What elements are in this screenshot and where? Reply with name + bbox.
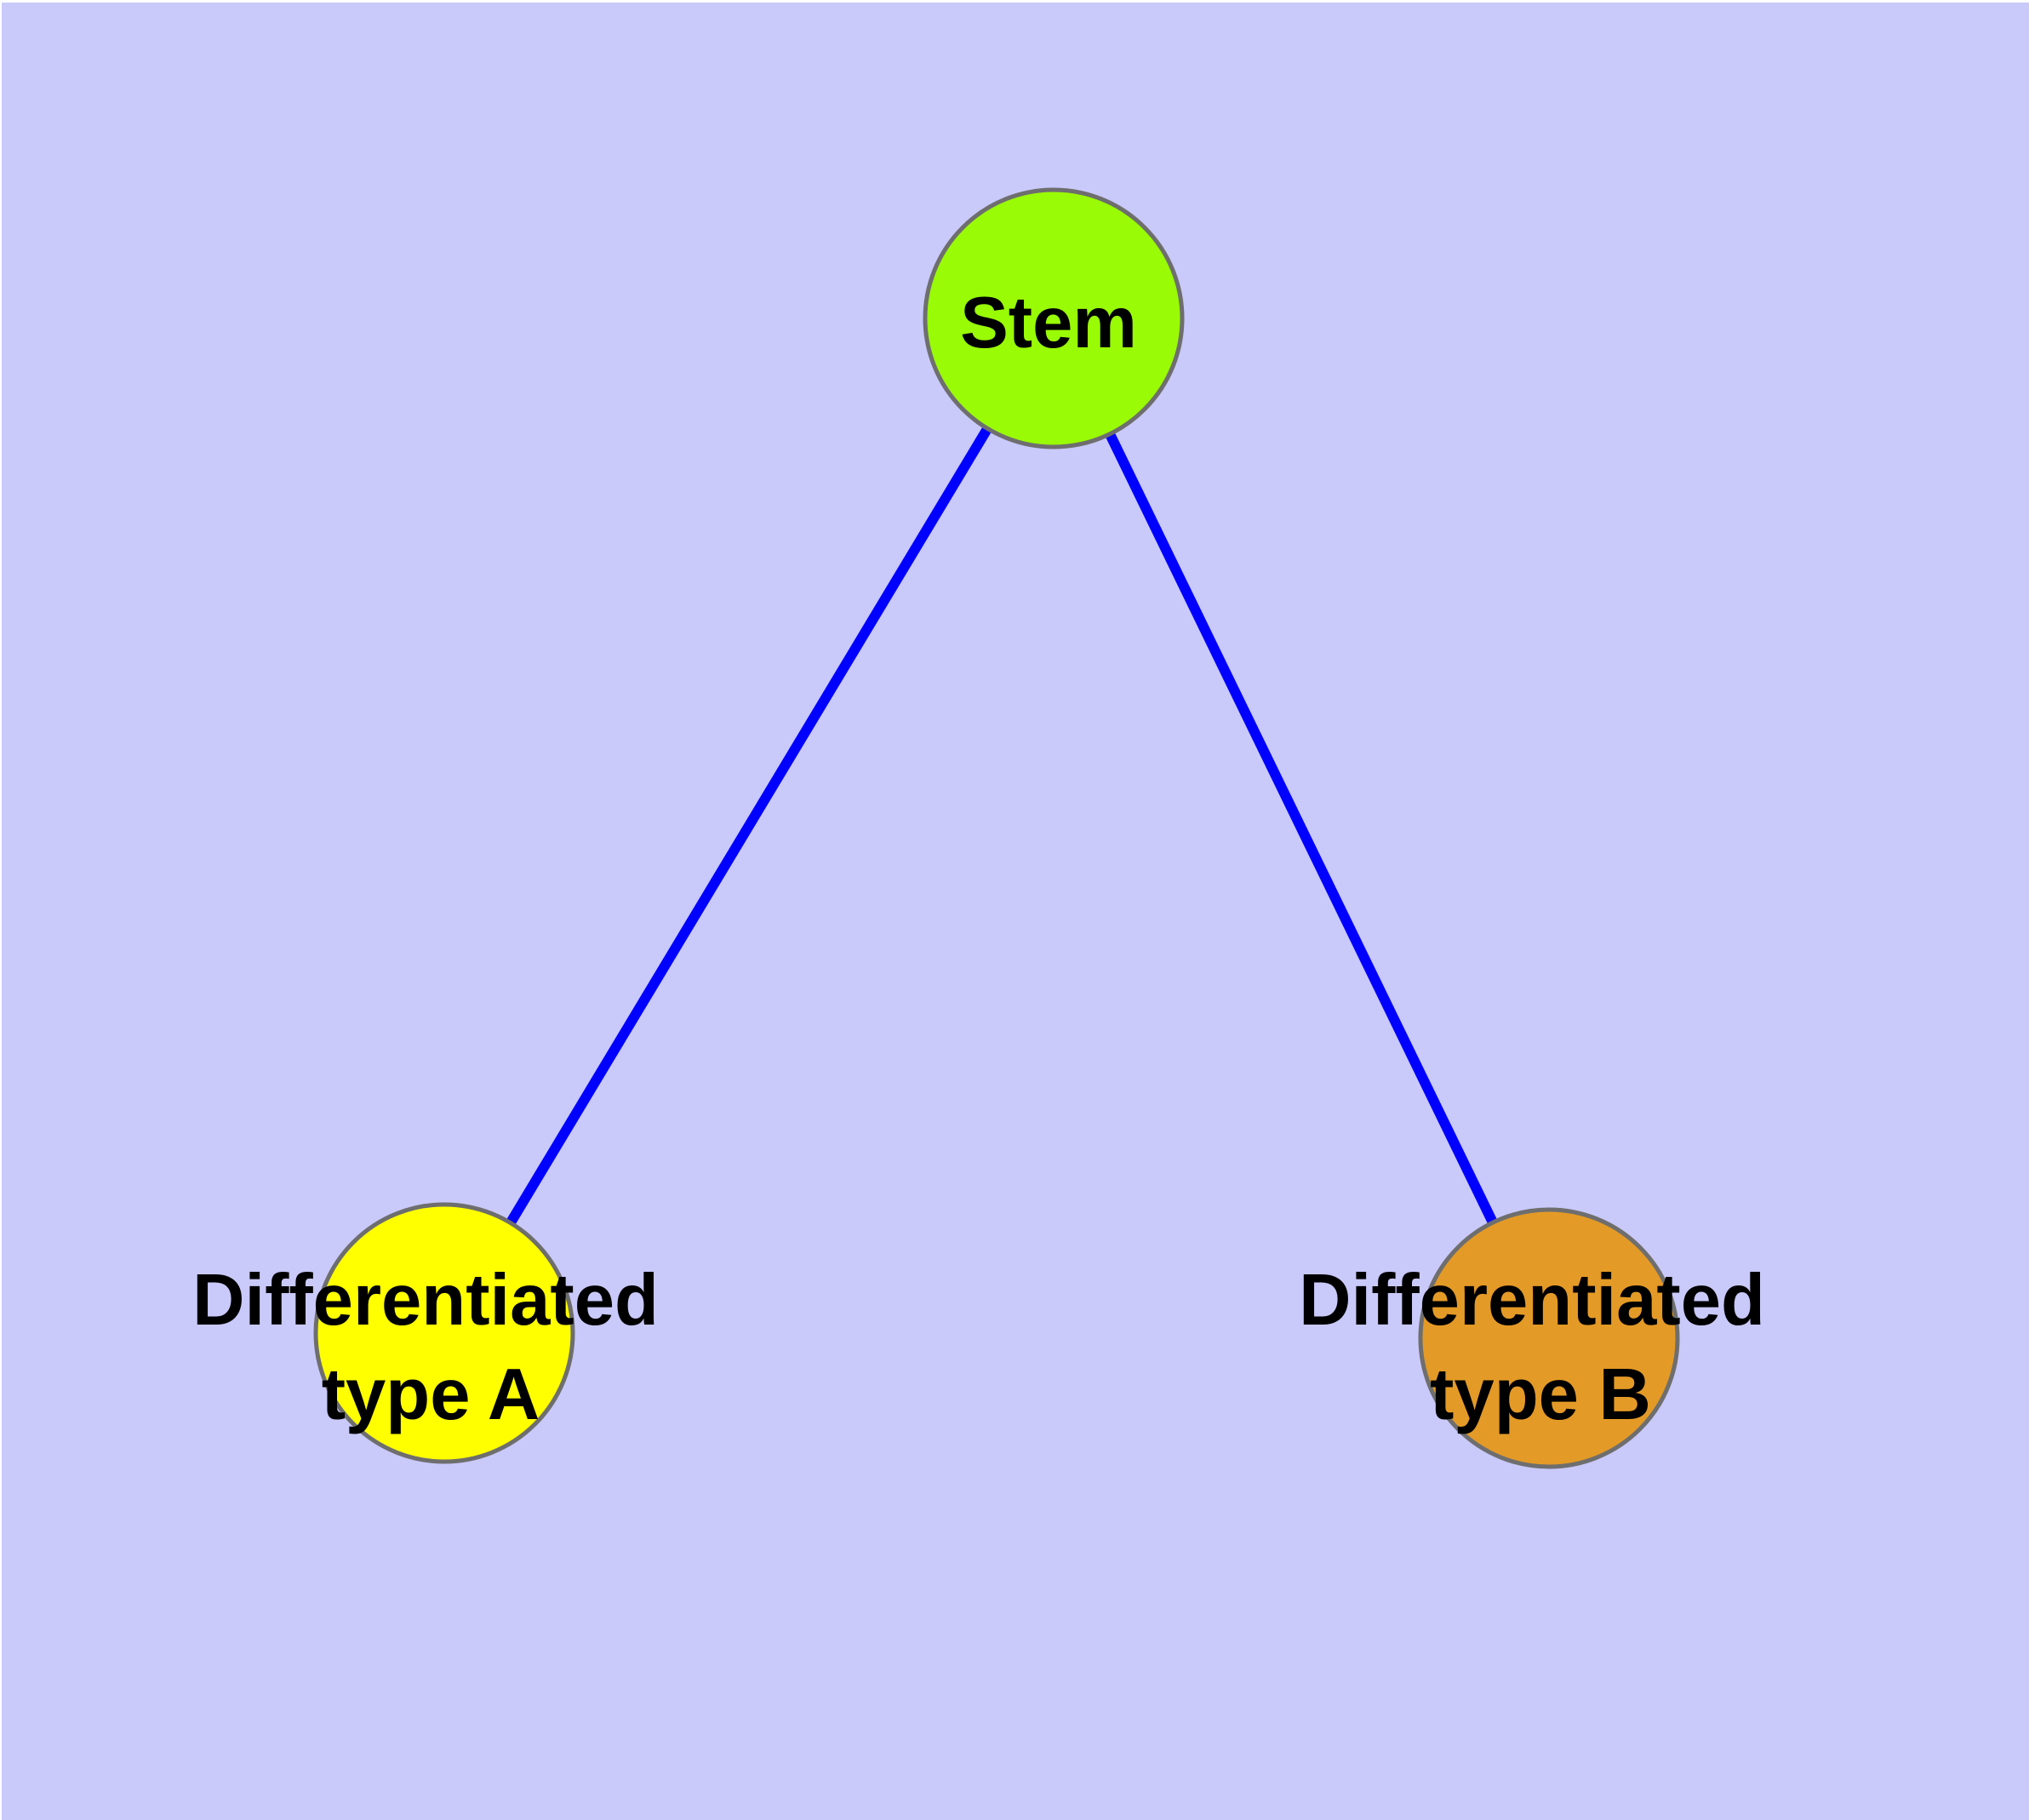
node-type-a-circle (313, 1202, 575, 1464)
node-differentiated-type-b: Differentiated type B (1299, 1207, 1765, 1469)
node-type-a-label-line1: Differentiated (192, 1260, 659, 1341)
node-stem: Stem (923, 187, 1185, 449)
node-type-b-label-line2: type B (1430, 1354, 1651, 1435)
edges-layer (439, 315, 1554, 1341)
node-type-a-label-line2: type A (322, 1354, 540, 1435)
node-type-b-circle (1418, 1207, 1680, 1469)
node-stem-label: Stem (960, 283, 1137, 363)
edge-stem-to-type-b (1049, 316, 1554, 1341)
node-stem-circle (923, 187, 1185, 449)
edge-stem-to-type-a (439, 315, 1059, 1336)
node-type-b-label-line1: Differentiated (1299, 1260, 1765, 1341)
node-differentiated-type-a: Differentiated type A (192, 1202, 659, 1464)
